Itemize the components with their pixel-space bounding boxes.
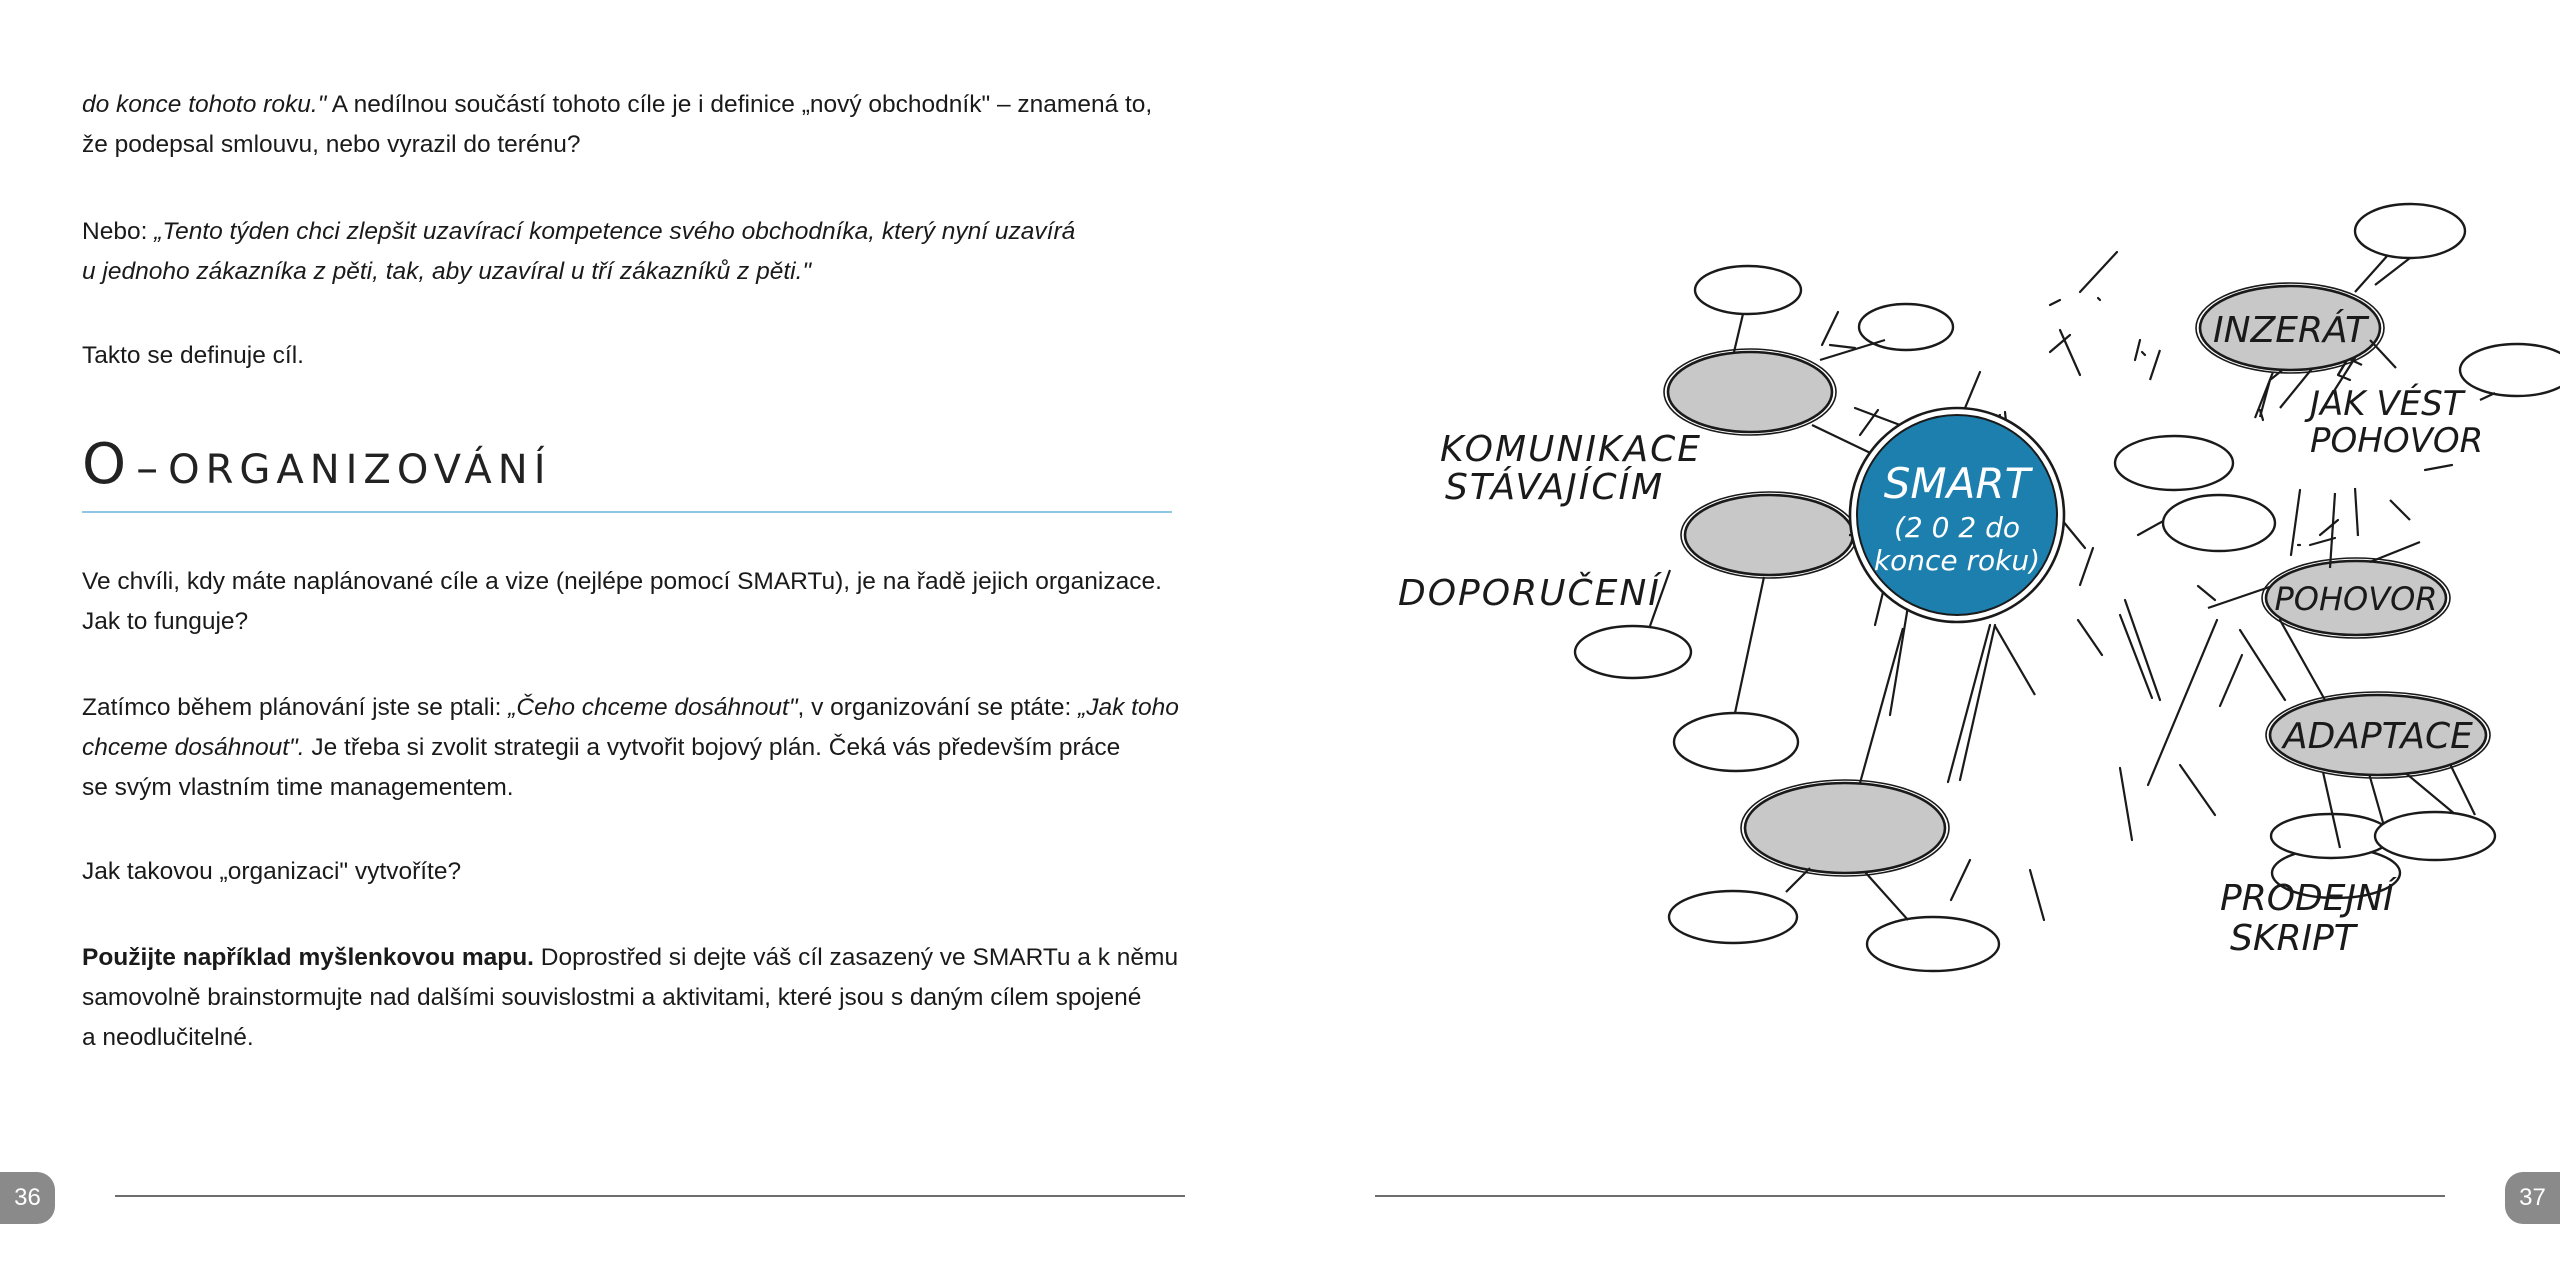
right-page: SMART (2 0 2 do konce roku) INZERÁT POHO… (1280, 0, 2560, 1280)
left-page: do konce tohoto roku." A nedílnou součás… (0, 91, 1185, 1224)
paragraph-mindmap-tip: Použijte například myšlenkovou mapu. Dop… (82, 944, 1179, 1051)
empty-node (2269, 812, 2393, 860)
node-pohovor (2264, 559, 2448, 637)
mind-map-illustration: SMART (2 0 2 do konce roku) INZERÁT POHO… (1398, 202, 2560, 973)
node-inzerat (2198, 284, 2382, 372)
empty-node (1667, 889, 1799, 945)
empty-node (1672, 711, 1800, 773)
paragraph-organization-intro: Ve chvíli, kdy máte naplánované cíle a v… (82, 568, 1162, 635)
center-node-sub2: konce roku) (1874, 544, 2040, 577)
grey-nodes (1663, 282, 2491, 877)
label-jak-vest-1: JAK VÉST (2304, 383, 2466, 424)
node-unlabeled-left (1683, 493, 1855, 577)
empty-node (1693, 264, 1803, 316)
page-number-left: 36 (0, 1172, 55, 1224)
empty-nodes (1573, 202, 2560, 973)
empty-node (1865, 915, 2001, 973)
node-pohovor-label: POHOVOR (2274, 580, 2437, 618)
empty-node (2113, 434, 2235, 492)
center-node-sub1: (2 0 2 do (1894, 511, 2020, 544)
center-node: SMART (2 0 2 do konce roku) (1848, 406, 2066, 624)
node-adaptace (2268, 693, 2488, 777)
label-prodejni-1: PRODEJNÍ (2220, 877, 2397, 919)
paragraph-goal-summary: Takto se definuje cíl. (82, 342, 304, 369)
label-prodejni-2: SKRIPT (2230, 918, 2359, 959)
label-komunikace-1: KOMUNIKACE (1440, 429, 1702, 470)
label-komunikace-2: STÁVAJÍCÍM (1445, 466, 1664, 508)
node-adaptace-label: ADAPTACE (2281, 716, 2473, 757)
node-unlabeled-top-left (1666, 350, 1834, 434)
footer-rule-left (115, 1195, 1185, 1197)
empty-node (1857, 302, 1955, 352)
paragraph-example: Nebo: „Tento týden chci zlepšit uzavírac… (82, 218, 1076, 285)
center-node-title: SMART (1884, 459, 2034, 508)
empty-node (2161, 493, 2277, 553)
node-unlabeled-bottom (1743, 781, 1947, 875)
paragraph-planning-vs-organizing: Zatímco během plánování jste se ptali: „… (82, 694, 1179, 801)
empty-node (1573, 624, 1693, 680)
empty-node (2373, 810, 2497, 862)
label-doporuceni: DOPORUČENÍ (1398, 572, 1662, 614)
empty-node (2458, 342, 2560, 398)
mind-map-connectors (1820, 250, 2464, 922)
empty-node (2353, 202, 2467, 260)
paragraph-goal-definition: do konce tohoto roku." A nedílnou součás… (82, 91, 1153, 158)
section-heading: O–ORGANIZOVÁNÍ (82, 432, 552, 497)
page-number-right: 37 (2505, 1172, 2560, 1224)
paragraph-question: Jak takovou „organizaci" vytvoříte? (82, 858, 462, 885)
node-inzerat-label: INZERÁT (2213, 309, 2370, 351)
label-jak-vest-2: POHOVOR (2310, 421, 2483, 461)
italic-lead: do konce tohoto roku." (82, 91, 327, 118)
footer-rule-right (1375, 1195, 2445, 1197)
heading-underline (82, 511, 1172, 513)
